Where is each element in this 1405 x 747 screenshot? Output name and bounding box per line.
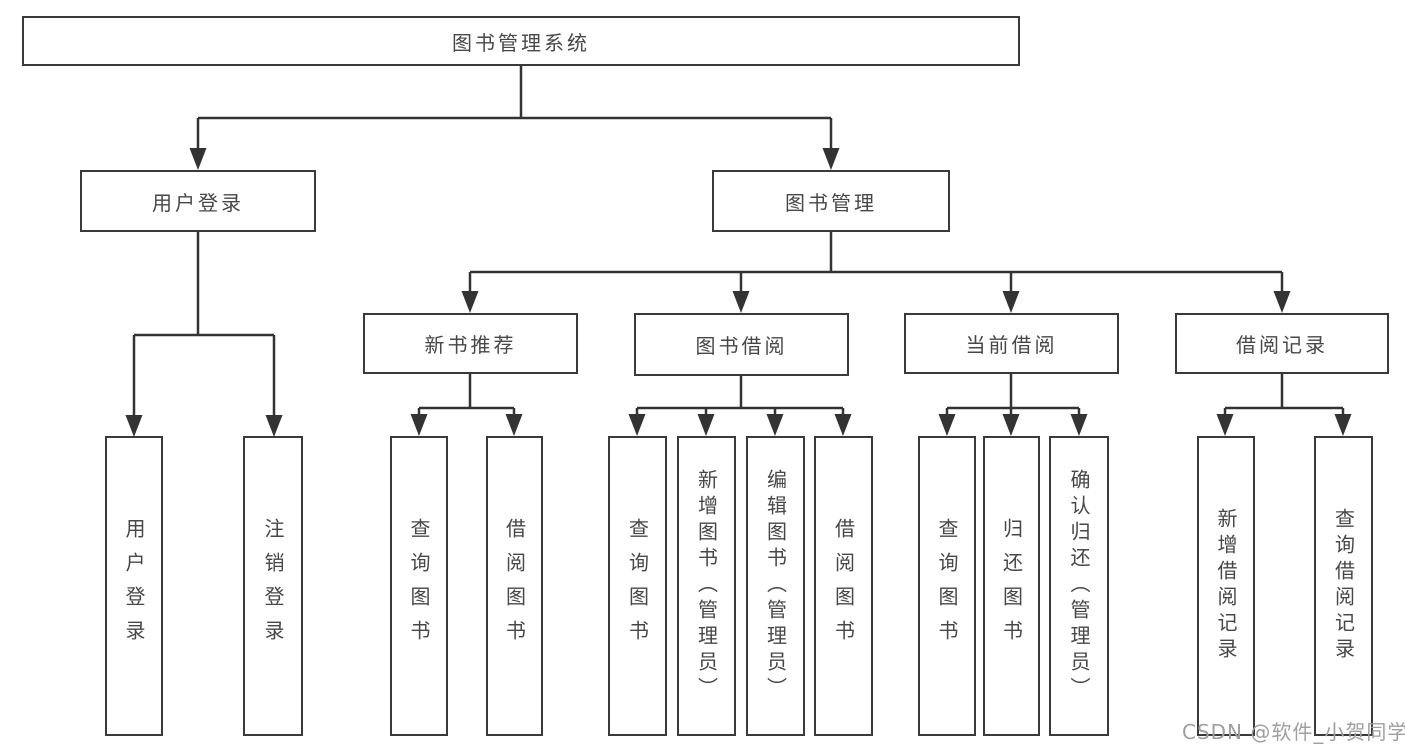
leaf-logout-label: 注销登录 (261, 518, 285, 654)
node-root: 图书管理系统 (22, 16, 1020, 66)
leaf-borrow-books-recommend: 借阅图书 (486, 436, 543, 736)
leaf-borrow-books-borrowing-label: 借阅图书 (831, 518, 856, 654)
node-book-borrowing: 图书借阅 (634, 313, 849, 376)
leaf-confirm-return-admin: 确认归还（管理员） (1049, 436, 1109, 736)
leaf-edit-books-admin-label: 编辑图书（管理员） (763, 469, 788, 703)
leaf-user-login-label: 用户登录 (122, 518, 146, 654)
leaf-query-borrow-record: 查询借阅记录 (1314, 436, 1373, 736)
leaf-add-borrow-record: 新增借阅记录 (1197, 436, 1255, 736)
node-new-book-recommend: 新书推荐 (363, 313, 578, 374)
leaf-return-books: 归还图书 (983, 436, 1040, 736)
leaf-add-books-admin: 新增图书（管理员） (677, 436, 736, 736)
node-book-management: 图书管理 (712, 170, 950, 232)
leaf-borrow-books-recommend-label: 借阅图书 (502, 518, 527, 654)
leaf-confirm-return-admin-label: 确认归还（管理员） (1067, 469, 1091, 703)
leaf-add-books-admin-label: 新增图书（管理员） (694, 469, 719, 703)
leaf-query-books-current-label: 查询图书 (935, 518, 959, 654)
leaf-return-books-label: 归还图书 (999, 518, 1024, 654)
csdn-watermark: CSDN @软件_小贺同学 (1182, 720, 1405, 744)
leaf-borrow-books-borrowing: 借阅图书 (814, 436, 873, 736)
node-current-borrowing: 当前借阅 (904, 313, 1119, 374)
node-user-login: 用户登录 (80, 170, 316, 232)
leaf-query-books-recommend-label: 查询图书 (407, 518, 431, 654)
node-borrowing-records: 借阅记录 (1175, 313, 1389, 374)
leaf-query-borrow-record-label: 查询借阅记录 (1331, 508, 1356, 664)
leaf-edit-books-admin: 编辑图书（管理员） (746, 436, 805, 736)
leaf-query-books-borrowing: 查询图书 (608, 436, 667, 736)
leaf-query-books-borrowing-label: 查询图书 (625, 518, 650, 654)
leaf-query-books-current: 查询图书 (918, 436, 976, 736)
leaf-user-login: 用户登录 (105, 436, 163, 736)
leaf-add-borrow-record-label: 新增借阅记录 (1214, 508, 1238, 664)
leaf-query-books-recommend: 查询图书 (390, 436, 448, 736)
leaf-logout: 注销登录 (243, 436, 303, 736)
